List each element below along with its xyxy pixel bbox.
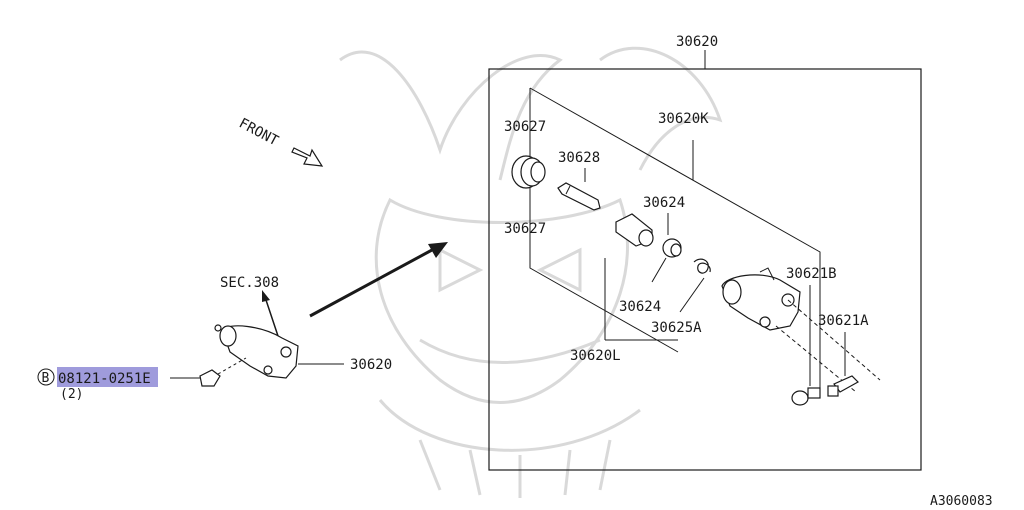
bolt-prefix: B [42,371,50,386]
assembly-label: 30620 [676,34,718,50]
watermark-emblem [339,46,723,498]
assembly-detail: 30620 30627 30627 30628 30620K 30624 [488,34,922,471]
bolt-part-number[interactable]: 08121-0251E [58,371,151,387]
label-30627-bottom: 30627 [504,221,546,237]
seal-30624 [662,238,682,258]
slave-cylinder-body [721,267,801,331]
label-30628: 30628 [558,150,600,166]
detail-arrow [309,242,448,318]
bolt-symbol-circle [37,368,55,386]
label-30625a: 30625A [651,320,702,336]
front-indicator: FRONT [236,115,324,167]
bleeder-cap-30621b [791,387,821,406]
push-rod-30628 [557,182,601,211]
installed-cylinder [214,324,299,379]
label-30621a: 30621A [818,313,869,329]
label-30627-top: 30627 [504,119,546,135]
bleeder-screw-30621a [827,375,859,397]
kit-outline [529,87,821,395]
label-30621b: 30621B [786,266,837,282]
label-30620k: 30620K [658,111,709,127]
label-30620l: 30620L [570,348,621,364]
bolt [199,357,247,387]
bolt-quantity: (2) [60,387,83,402]
mount-label: 30620 [350,357,392,373]
label-30624-bottom: 30624 [619,299,661,315]
part-highlight [57,367,158,387]
label-30624-top: 30624 [643,195,685,211]
sec-reference: SEC.308 [220,275,279,291]
front-label: FRONT [236,115,281,149]
spring-30625a [693,258,711,274]
piston [615,213,654,247]
boot-30627 [511,155,546,189]
figure-id: A3060083 [930,494,993,509]
